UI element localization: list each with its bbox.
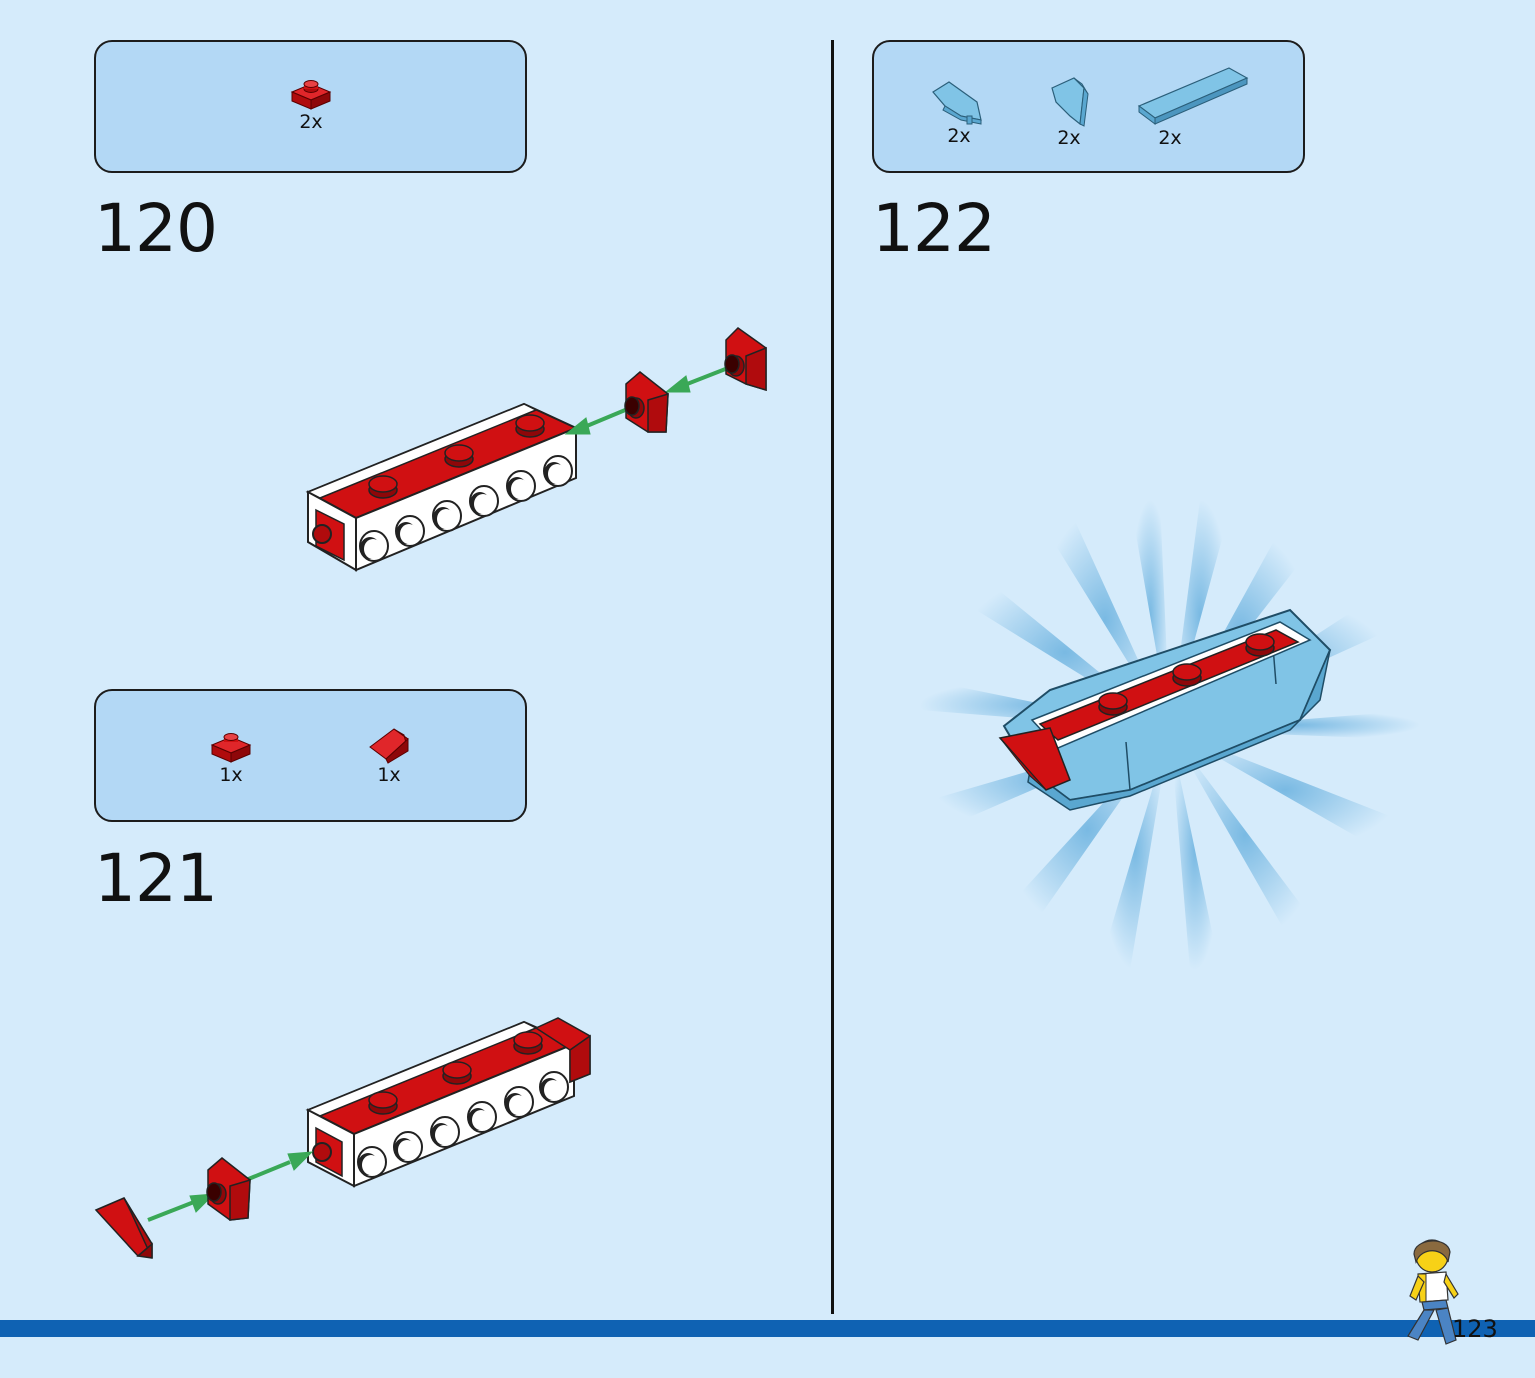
parts-callout-step-122: 2x 2x 2x [872, 40, 1305, 173]
footer-bar [0, 1320, 1535, 1337]
red-plate-1x1 [206, 1157, 251, 1221]
part-item: 1x [364, 725, 414, 785]
step-number: 121 [94, 840, 218, 917]
white-red-brick-assembly [305, 402, 579, 572]
step-120-assembly-illustration [305, 327, 767, 572]
part-quantity: 1x [377, 764, 401, 786]
part-quantity: 2x [1158, 127, 1182, 149]
completed-boat-model [998, 608, 1332, 811]
blue-tile-long-icon [1137, 67, 1249, 125]
step-number: 120 [94, 190, 218, 267]
part-item: 2x [286, 78, 336, 132]
parts-callout-step-120: 2x [94, 40, 527, 173]
red-slope-tile-icon [369, 728, 409, 764]
red-slope-tile [94, 1197, 153, 1259]
part-quantity: 1x [219, 764, 243, 786]
blue-wing-left-icon [932, 81, 982, 125]
green-arrow [147, 1151, 314, 1222]
parts-callout-step-121: 1x 1x [94, 689, 527, 822]
red-plate-1x1 [724, 327, 767, 392]
minifigure-mascot-icon [1407, 1239, 1459, 1345]
step-122-completed-illustration [920, 500, 1420, 970]
green-arrow [564, 366, 729, 435]
red-plate-1x1-icon [210, 733, 252, 763]
page-number: 123 [1452, 1315, 1498, 1343]
part-item: 1x [206, 731, 256, 785]
part-item: 2x [924, 76, 994, 146]
column-divider [831, 40, 834, 1314]
step-121-assembly-illustration [94, 1017, 591, 1259]
white-red-brick-assembly [305, 1017, 591, 1188]
part-quantity: 2x [1057, 127, 1081, 149]
blue-wing-right-icon [1051, 77, 1089, 127]
red-plate-1x1-icon [290, 80, 332, 110]
red-plate-1x1 [624, 371, 669, 433]
step-number: 122 [872, 190, 996, 267]
part-quantity: 2x [947, 125, 971, 147]
part-item: 2x [1132, 64, 1252, 148]
part-quantity: 2x [299, 111, 323, 133]
part-item: 2x [1034, 72, 1104, 148]
